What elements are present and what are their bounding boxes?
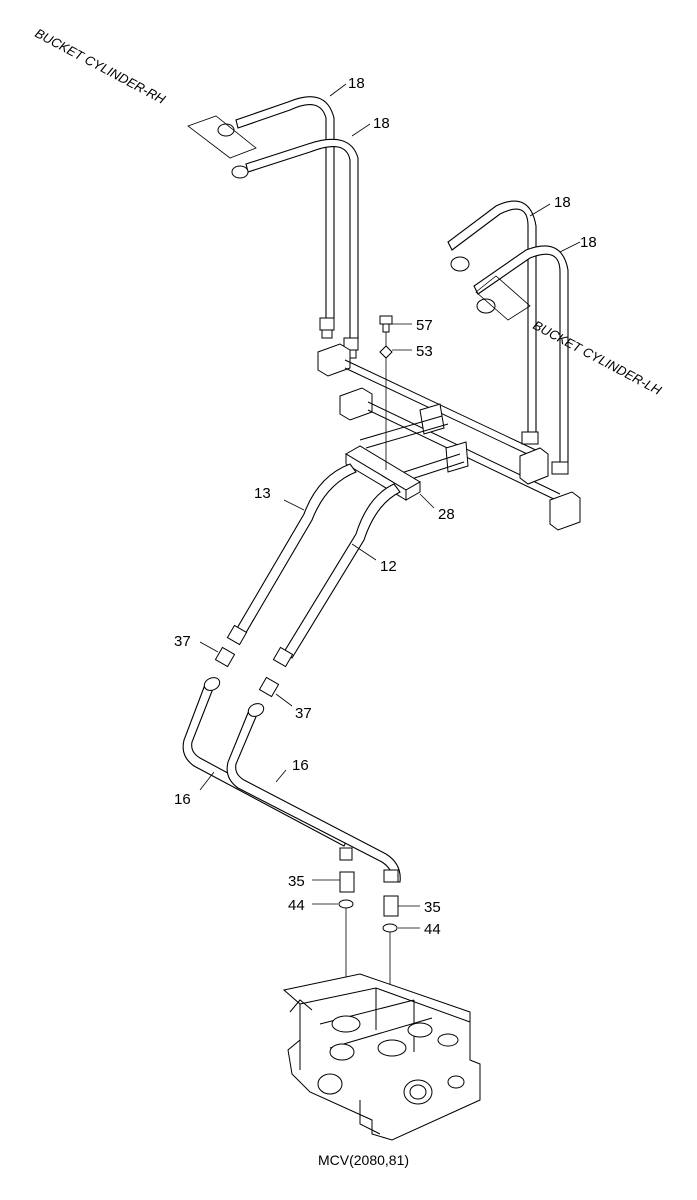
tube-12 — [272, 483, 401, 668]
washer-53 — [379, 345, 393, 359]
hose-18-rh-upper — [235, 96, 335, 339]
mcv-valve-body — [282, 973, 481, 1141]
hose-18-lh-lower — [473, 245, 569, 475]
label-part-18-d: 18 — [580, 234, 597, 251]
connector-35-left — [339, 847, 355, 893]
label-bucket-cylinder-rh: BUCKET CYLINDER-RH — [33, 25, 169, 107]
label-part-57: 57 — [416, 317, 433, 334]
label-part-37-right: 37 — [295, 705, 312, 722]
fitting-rh-ends — [187, 115, 257, 179]
bolt-57 — [379, 315, 393, 470]
label-part-13: 13 — [254, 485, 271, 502]
hose-18-lh-upper — [447, 200, 539, 445]
label-part-12: 12 — [380, 558, 397, 575]
label-part-18-a: 18 — [348, 75, 365, 92]
label-part-18-b: 18 — [373, 115, 390, 132]
label-part-53: 53 — [416, 343, 433, 360]
tube-13 — [226, 463, 357, 646]
label-part-37-left: 37 — [174, 633, 191, 650]
tube-16-left — [182, 677, 349, 847]
label-bucket-cylinder-lh: BUCKET CYLINDER-LH — [531, 317, 665, 398]
connector-35-right — [383, 869, 399, 917]
label-part-28: 28 — [438, 506, 455, 523]
label-part-44-right: 44 — [424, 921, 441, 938]
label-part-16-right: 16 — [292, 757, 309, 774]
label-part-35-left: 35 — [288, 873, 305, 890]
label-part-16-left: 16 — [174, 791, 191, 808]
caption-mcv: MCV(2080,81) — [318, 1152, 409, 1168]
o-ring-44-left — [338, 899, 354, 1012]
fitting-37-right — [258, 676, 280, 698]
tube-16-right — [226, 703, 401, 883]
label-part-18-c: 18 — [554, 194, 571, 211]
tube-block-assembly — [317, 343, 581, 531]
hose-18-rh-lower — [245, 138, 359, 359]
label-part-35-right: 35 — [424, 899, 441, 916]
label-part-44-left: 44 — [288, 897, 305, 914]
fitting-lh-ends — [450, 256, 531, 321]
fitting-37-left — [214, 646, 236, 668]
leader-lines — [199, 83, 581, 929]
